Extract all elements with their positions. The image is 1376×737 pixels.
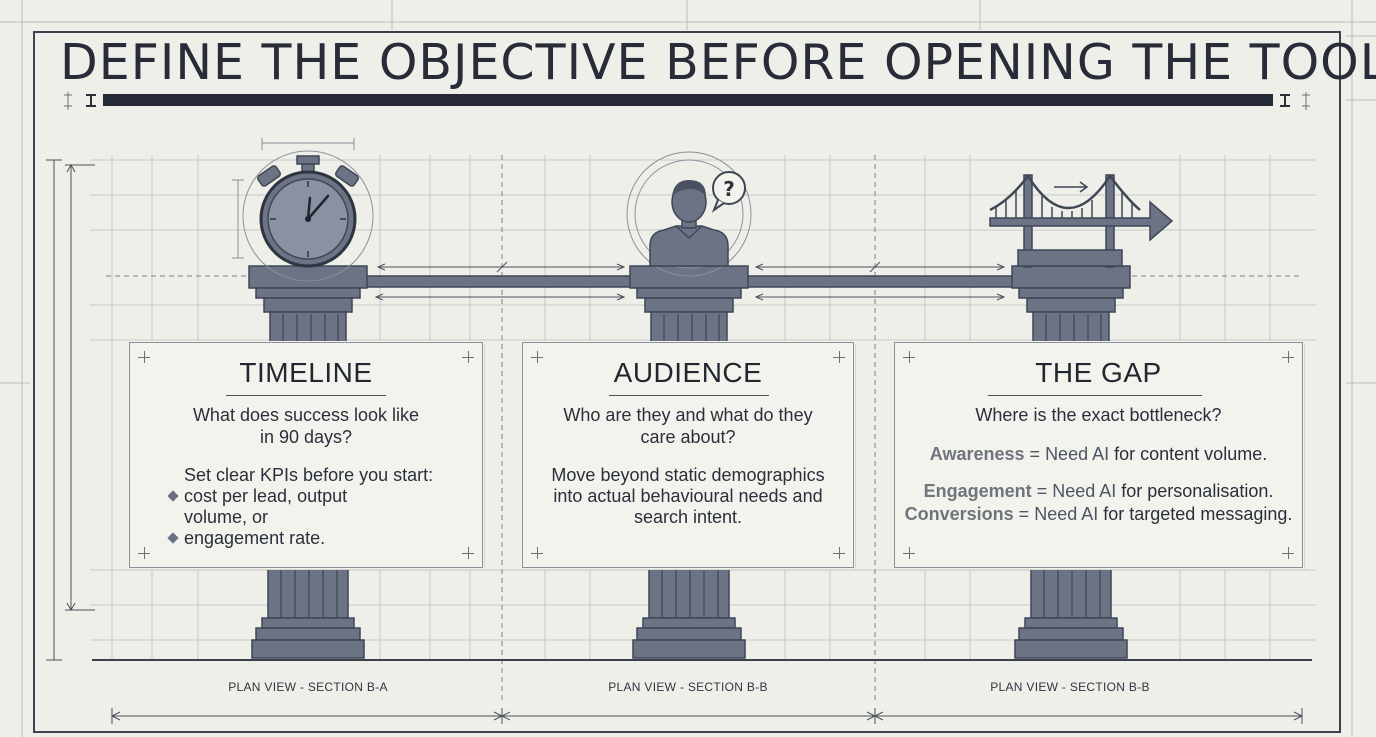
- card-question: Where is the exact bottleneck?: [975, 405, 1222, 425]
- card-heading: AUDIENCE: [613, 357, 763, 388]
- stopwatch-icon: [232, 138, 374, 282]
- crosshair-icon: [1282, 547, 1294, 559]
- crosshair-icon: [833, 351, 845, 363]
- gap-term: Engagement: [923, 481, 1032, 501]
- gap-need: Need AI: [1045, 444, 1110, 464]
- crosshair-icon: [531, 547, 543, 559]
- diamond-bullet-icon: [167, 490, 179, 502]
- crosshair-icon: [531, 351, 543, 363]
- question-line: Who are they and what do they: [563, 405, 813, 425]
- gap-detail: for targeted messaging.: [1103, 504, 1293, 524]
- body-line: into actual behavioural needs and: [553, 486, 823, 506]
- question-line: What does success look like: [192, 405, 420, 425]
- timeline-card: TIMELINE What does success look like in …: [129, 342, 483, 568]
- body-line: Move beyond static demographics: [551, 465, 825, 485]
- heading-rule: [226, 395, 386, 396]
- list-item: cost per lead, output volume, or: [166, 486, 474, 528]
- crosshair-icon: [833, 547, 845, 559]
- gap-equals: =: [1018, 504, 1030, 524]
- crosshair-icon: [138, 547, 150, 559]
- gap-row-conversions: Conversions = Need AI for targeted messa…: [895, 503, 1302, 525]
- bullet-line: engagement rate.: [184, 528, 326, 548]
- question-line: care about?: [640, 427, 736, 447]
- crosshair-icon: [903, 547, 915, 559]
- card-heading: TIMELINE: [239, 357, 373, 388]
- body-line: search intent.: [633, 507, 743, 527]
- heading-rule: [609, 395, 769, 396]
- gap-need: Need AI: [1034, 504, 1099, 524]
- gap-equals: =: [1036, 481, 1048, 501]
- card-body: Set clear KPIs before you start: cost pe…: [167, 465, 474, 549]
- crosshair-icon: [138, 351, 150, 363]
- gap-card: THE GAP Where is the exact bottleneck? A…: [894, 342, 1303, 568]
- card-body: Move beyond static demographics into act…: [523, 465, 853, 528]
- heading-rule: [988, 395, 1202, 396]
- card-question: Who are they and what do they care about…: [523, 404, 853, 448]
- section-caption: PLAN VIEW - SECTION B-B: [990, 680, 1150, 694]
- gap-equals: =: [1029, 444, 1041, 464]
- list-item: engagement rate.: [166, 528, 474, 549]
- section-caption: PLAN VIEW - SECTION B-A: [228, 680, 388, 694]
- svg-text:?: ?: [723, 177, 735, 201]
- person-question-icon: ?: [626, 151, 752, 277]
- card-heading: THE GAP: [1035, 357, 1162, 388]
- section-caption: PLAN VIEW - SECTION B-B: [608, 680, 768, 694]
- kpi-list: cost per lead, output volume, or engagem…: [166, 486, 474, 549]
- crosshair-icon: [462, 351, 474, 363]
- gap-term: Awareness: [929, 444, 1025, 464]
- question-line: in 90 days?: [259, 427, 353, 447]
- card-question: What does success look like in 90 days?: [130, 404, 482, 448]
- body-line: Set clear KPIs before you start:: [184, 465, 434, 485]
- gap-need: Need AI: [1052, 481, 1117, 501]
- page-title: DEFINE THE OBJECTIVE BEFORE OPENING THE …: [60, 34, 1376, 91]
- gap-detail: for content volume.: [1114, 444, 1268, 464]
- gap-row-awareness: Awareness = Need AI for content volume.: [895, 443, 1302, 465]
- audience-card: AUDIENCE Who are they and what do they c…: [522, 342, 854, 568]
- bullet-line: cost per lead, output: [184, 486, 348, 506]
- gap-row-engagement: Engagement = Need AI for personalisation…: [895, 480, 1302, 502]
- crosshair-icon: [903, 351, 915, 363]
- diamond-bullet-icon: [167, 532, 179, 544]
- crosshair-icon: [1282, 351, 1294, 363]
- bullet-line: volume, or: [184, 507, 269, 527]
- crosshair-icon: [462, 547, 474, 559]
- gap-detail: for personalisation.: [1121, 481, 1274, 501]
- bridge-arrow-icon: [989, 173, 1174, 268]
- gap-term: Conversions: [904, 504, 1014, 524]
